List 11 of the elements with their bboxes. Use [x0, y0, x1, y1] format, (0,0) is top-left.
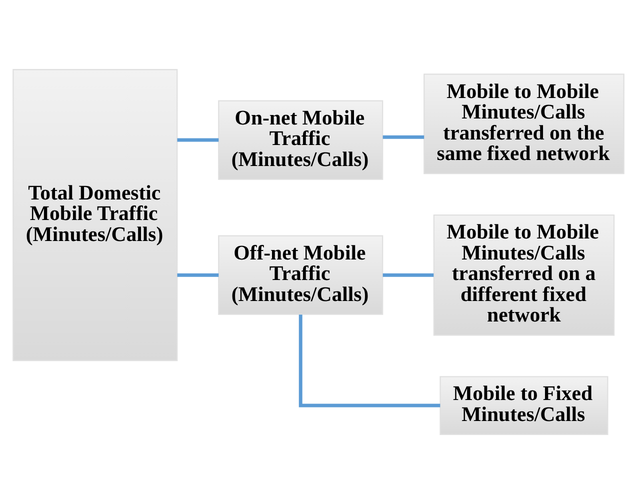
node-box: Off-net Mobile Traffic (Minutes/Calls): [218, 235, 384, 315]
connector: [177, 138, 219, 142]
connector: [177, 273, 219, 277]
node-box: Mobile to Mobile Minutes/Calls transferred on the same fixed network: [424, 74, 624, 174]
node-box: Mobile to Mobile Minutes/Calls transferred on a different fixed network: [433, 214, 615, 336]
connector: [382, 135, 424, 139]
node-box: On-net Mobile Traffic (Minutes/Calls): [218, 100, 384, 180]
node-box: Total Domestic Mobile Traffic (Minutes/Calls): [12, 69, 178, 362]
connector: [382, 273, 434, 277]
connector: [298, 314, 440, 408]
node-box: Mobile to Fixed Minutes/Calls: [440, 376, 608, 435]
